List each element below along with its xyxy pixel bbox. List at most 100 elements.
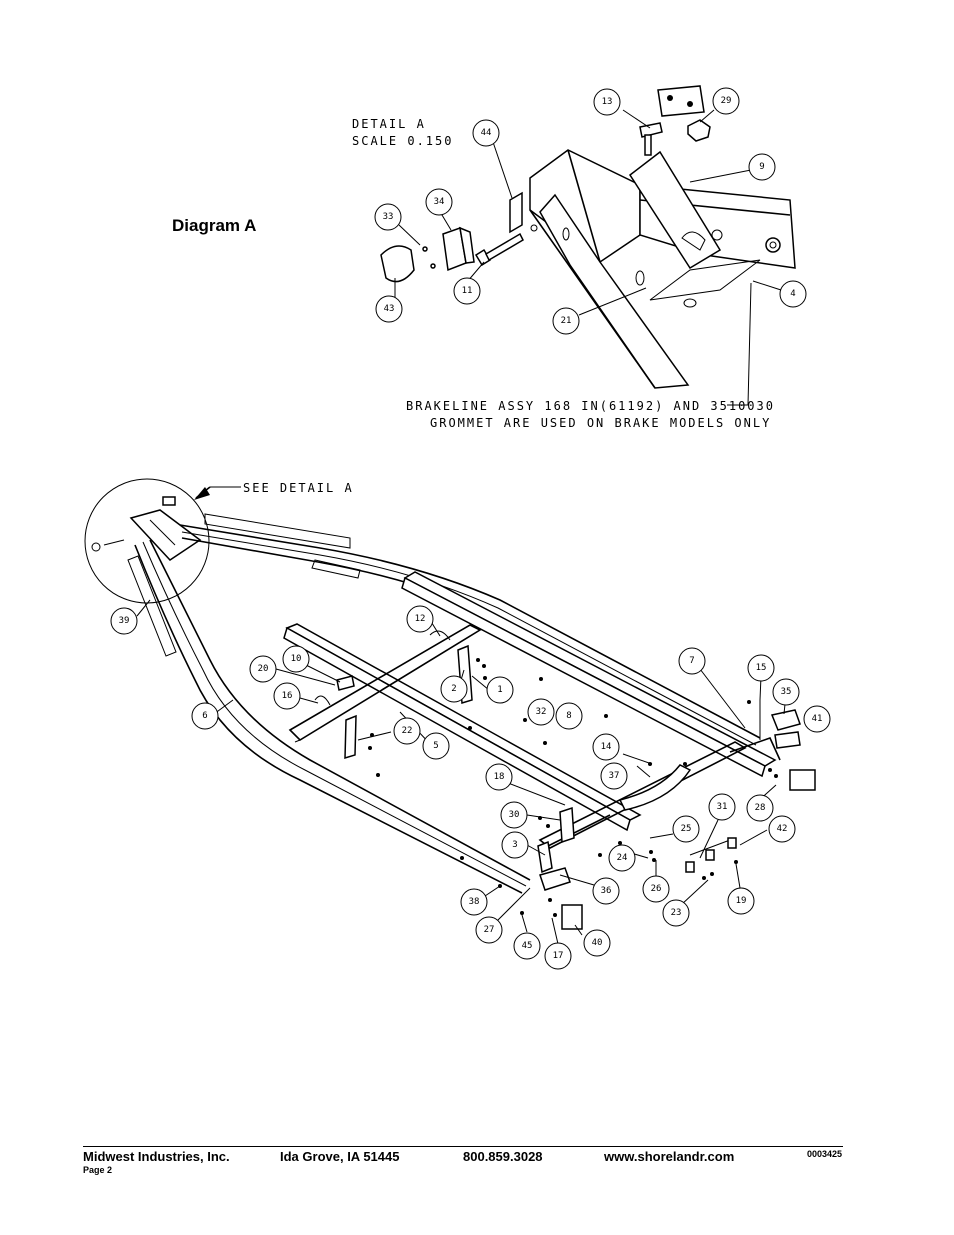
svg-text:44: 44 [481,128,492,138]
callout-4: 4 [779,280,807,308]
svg-text:36: 36 [601,886,612,896]
svg-text:26: 26 [651,884,662,894]
svg-text:42: 42 [777,824,788,834]
callout-24: 24 [608,844,636,872]
svg-text:38: 38 [469,897,480,907]
see-detail-label: SEE DETAIL A [243,481,354,495]
svg-text:16: 16 [282,691,293,701]
callout-8: 8 [555,702,583,730]
callout-36: 36 [592,877,620,905]
svg-text:12: 12 [415,614,426,624]
svg-text:28: 28 [755,803,766,813]
svg-text:4: 4 [790,289,795,299]
callout-15: 15 [747,654,775,682]
callout-7: 7 [678,647,706,675]
svg-text:17: 17 [553,951,564,961]
svg-text:41: 41 [812,714,823,724]
callout-19: 19 [727,887,755,915]
callout-1: 1 [486,676,514,704]
callout-12: 12 [406,605,434,633]
callout-10: 10 [282,645,310,673]
footer-website[interactable]: www.shorelandr.com [604,1149,735,1164]
callout-27: 27 [475,916,503,944]
callout-28: 28 [746,794,774,822]
callout-37: 37 [600,762,628,790]
callout-22: 22 [393,717,421,745]
callout-5: 5 [422,732,450,760]
svg-text:34: 34 [434,197,445,207]
svg-text:33: 33 [383,212,394,222]
callout-2: 2 [440,675,468,703]
diagram-title: Diagram A [172,216,257,235]
callout-45: 45 [513,932,541,960]
svg-text:25: 25 [681,824,692,834]
callout-23: 23 [662,899,690,927]
callout-13: 13 [593,88,621,116]
svg-text:7: 7 [689,656,694,666]
callout-11: 11 [453,277,481,305]
svg-text:31: 31 [717,802,728,812]
page-footer: Midwest Industries, Inc. Ida Grove, IA 5… [83,1146,843,1175]
callout-40: 40 [583,929,611,957]
callout-6: 6 [191,702,219,730]
callout-35: 35 [772,678,800,706]
footer-doc-number: 0003425 [807,1149,843,1159]
svg-text:39: 39 [119,616,130,626]
callout-31: 31 [708,793,736,821]
callout-29: 29 [712,87,740,115]
svg-text:22: 22 [402,726,413,736]
svg-text:8: 8 [566,711,571,721]
footer-row: Midwest Industries, Inc. Ida Grove, IA 5… [83,1147,843,1165]
callout-30: 30 [500,801,528,829]
svg-text:18: 18 [494,772,505,782]
svg-text:43: 43 [384,304,395,314]
callout-26: 26 [642,875,670,903]
callout-3: 3 [501,831,529,859]
callout-41: 41 [803,705,831,733]
footer-company: Midwest Industries, Inc. [83,1149,230,1164]
svg-text:14: 14 [601,742,612,752]
svg-text:21: 21 [561,316,572,326]
detail-label-line-2: SCALE 0.150 [352,134,453,148]
callout-38: 38 [460,888,488,916]
callout-17: 17 [544,942,572,970]
brake-note-line-2: GROMMET ARE USED ON BRAKE MODELS ONLY [430,416,771,430]
svg-text:2: 2 [451,684,456,694]
svg-text:29: 29 [721,96,732,106]
callout-34: 34 [425,188,453,216]
footer-city: Ida Grove, IA 51445 [280,1149,400,1164]
svg-text:30: 30 [509,810,520,820]
svg-text:45: 45 [522,941,533,951]
callout-18: 18 [485,763,513,791]
callout-39: 39 [110,607,138,635]
svg-text:20: 20 [258,664,269,674]
callout-42: 42 [768,815,796,843]
svg-text:40: 40 [592,938,603,948]
svg-text:6: 6 [202,711,207,721]
svg-text:9: 9 [759,162,764,172]
svg-text:5: 5 [433,741,438,751]
footer-page-number: Page 2 [83,1165,113,1175]
svg-text:35: 35 [781,687,792,697]
svg-text:23: 23 [671,908,682,918]
detail-a-drawing: DETAIL A SCALE 0.150 [352,85,796,406]
detail-callouts: 13 29 9 44 34 33 11 43 21 4 [374,87,807,335]
svg-text:19: 19 [736,896,747,906]
callout-32: 32 [527,698,555,726]
svg-text:11: 11 [462,286,473,296]
footer-phone: 800.859.3028 [463,1149,543,1164]
callout-16: 16 [273,682,301,710]
svg-text:24: 24 [617,853,628,863]
callout-9: 9 [748,153,776,181]
svg-text:15: 15 [756,663,767,673]
callout-25: 25 [672,815,700,843]
detail-label-line-1: DETAIL A [352,117,426,131]
svg-text:32: 32 [536,707,547,717]
svg-text:3: 3 [512,840,517,850]
svg-text:13: 13 [602,97,613,107]
callout-33: 33 [374,203,402,231]
svg-text:1: 1 [497,685,502,695]
brake-note-line-1: BRAKELINE ASSY 168 IN(61192) AND 3510030 [406,399,775,413]
callout-44: 44 [472,119,500,147]
